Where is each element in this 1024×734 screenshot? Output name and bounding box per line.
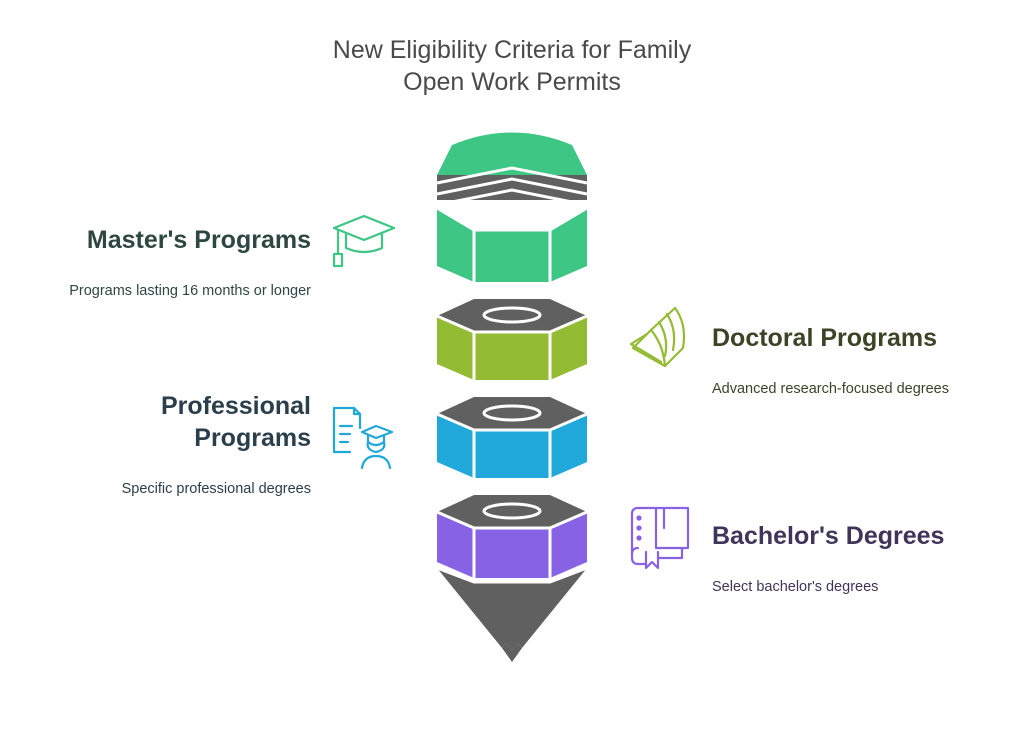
masters-heading: Master's Programs	[86, 226, 311, 254]
professional-heading: Professional Programs	[160, 392, 311, 452]
segment-bachelors	[436, 495, 588, 578]
masters-description: Programs lasting 16 months or longer	[69, 283, 311, 299]
bachelors-heading: Bachelor's Degrees	[712, 522, 945, 550]
pencil-stack-graphic	[436, 132, 588, 662]
segment-masters	[436, 132, 588, 282]
segment-professional	[436, 397, 588, 478]
doctoral-heading: Doctoral Programs	[712, 324, 938, 352]
diagram-title: New Eligibility Criteria for Family Open…	[262, 34, 762, 98]
title-line-1: New Eligibility Criteria for Family	[332, 36, 692, 64]
graduation-cap-icon	[332, 214, 396, 268]
segment-doctoral	[436, 299, 588, 380]
book-icon	[630, 506, 690, 570]
papers-icon	[629, 306, 686, 368]
professional-description: Specific professional degrees	[121, 481, 311, 497]
doctoral-description: Advanced research-focused degrees	[712, 381, 949, 397]
pencil-tip	[436, 566, 588, 662]
title-line-2: Open Work Permits	[403, 68, 621, 96]
graduate-document-icon	[332, 406, 394, 470]
bachelors-description: Select bachelor's degrees	[712, 579, 879, 595]
